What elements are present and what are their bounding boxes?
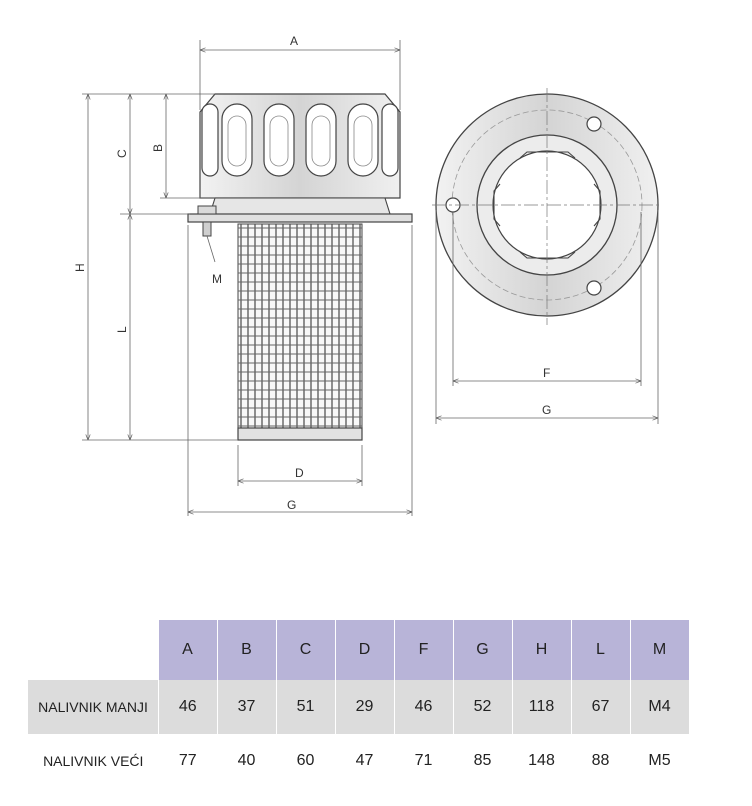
dim-label-l: L [115, 326, 129, 333]
table-header-row: A B C D F G H L M [28, 620, 690, 680]
table-cell: 71 [394, 734, 453, 788]
table-cell: 118 [512, 680, 572, 734]
table-cell: 85 [453, 734, 512, 788]
dim-label-f: F [543, 366, 550, 380]
table-header-cell: G [453, 620, 513, 680]
table-header-cell: A [158, 620, 218, 680]
top-dimensions [435, 210, 659, 424]
dim-label-c: C [115, 149, 129, 158]
table-cell: 52 [453, 680, 513, 734]
bayonet-lug [493, 183, 501, 227]
bayonet-lug [519, 251, 576, 259]
table-header-cell: L [571, 620, 631, 680]
row-label: NALIVNIK VEĆI [28, 734, 159, 788]
table-row: NALIVNIK VEĆI 77 40 60 47 71 85 148 88 M… [28, 734, 689, 788]
strainer-basket [237, 223, 363, 441]
table-cell: 47 [335, 734, 394, 788]
table-cell: 40 [217, 734, 276, 788]
side-view [187, 93, 413, 441]
table-header-cell: M [630, 620, 690, 680]
dim-label-m: M [212, 272, 222, 286]
table-cell: M4 [630, 680, 690, 734]
technical-drawing: A B C H L M D G F G [73, 34, 662, 516]
side-dimensions [82, 40, 413, 516]
screw-shaft [202, 221, 212, 237]
bayonet-lug [519, 151, 576, 159]
dim-label-d: D [295, 466, 304, 480]
dim-label-b: B [151, 144, 165, 152]
table-header-cell: D [335, 620, 395, 680]
table-cell: 51 [276, 680, 336, 734]
cap-flutes [201, 103, 399, 177]
table-cell: 88 [571, 734, 630, 788]
table-header-cell: F [394, 620, 454, 680]
table-cell: 67 [571, 680, 631, 734]
table-cell: 60 [276, 734, 335, 788]
table-header-cell: C [276, 620, 336, 680]
table-cell: M5 [630, 734, 689, 788]
screw-head [197, 205, 217, 215]
flange [187, 213, 413, 223]
collar [209, 197, 391, 215]
bolt-hole [586, 280, 602, 296]
basket-bottom-ring [237, 427, 363, 441]
dim-label-a: A [290, 34, 298, 48]
table-corner [28, 620, 159, 680]
table-cell: 46 [394, 680, 454, 734]
table-cell: 77 [158, 734, 217, 788]
table-header-cell: B [217, 620, 277, 680]
table-cell: 148 [512, 734, 571, 788]
row-label: NALIVNIK MANJI [28, 680, 159, 734]
top-view [432, 88, 662, 325]
bolt-hole [586, 116, 602, 132]
dim-label-h: H [73, 263, 87, 272]
dimension-table: A B C D F G H L M NALIVNIK MANJI 46 37 5… [28, 620, 690, 788]
table-row: NALIVNIK MANJI 46 37 51 29 46 52 118 67 … [28, 680, 690, 734]
table-cell: 46 [158, 680, 218, 734]
table-header-cell: H [512, 620, 572, 680]
dim-label-g-side: G [287, 498, 296, 512]
dim-label-g-top: G [542, 403, 551, 417]
table-cell: 29 [335, 680, 395, 734]
table-cell: 37 [217, 680, 277, 734]
